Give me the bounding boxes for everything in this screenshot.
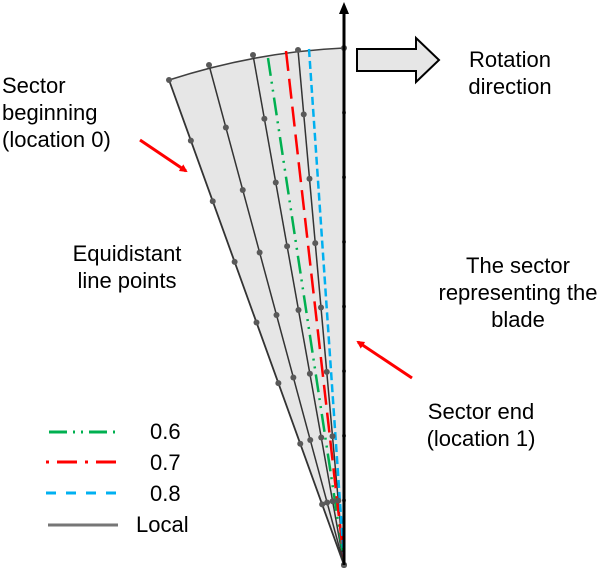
label-sector-end: Sector end (location 1) [406,398,556,452]
label-line: The sector [466,253,570,278]
line-point [335,497,342,504]
line-point [323,368,330,375]
sector-fill [169,48,344,565]
label-rotation-direction: Rotation direction [450,46,570,100]
axis-arrowhead [339,2,349,14]
line-point [306,175,313,182]
line-point [231,258,238,265]
line-point [295,47,301,53]
line-point [295,307,302,313]
line-point [253,319,260,326]
label-line: line points [77,268,177,293]
label-sector-beginning: Sector beginning (location 0) [2,72,111,153]
line-point [239,187,246,193]
line-point [284,243,291,250]
line-point [297,440,304,447]
line-point [261,115,268,122]
rotation-arrow [356,35,441,85]
legend-label-local: Local [136,512,189,537]
line-point [306,370,313,377]
label-line: beginning [2,100,98,125]
line-point [187,137,194,144]
line-point [222,124,229,131]
label-line: representing the [438,280,598,305]
legend-label-0-8: 0.8 [150,481,181,506]
dashed-line-0-7 [284,50,346,562]
pointer-arrow-sector-end [356,340,413,380]
label-line: Rotation [469,47,551,72]
line-point [275,380,282,387]
pointer-arrow-sector-beginning [139,138,188,173]
label-line: (location 0) [2,127,111,152]
line-point [209,198,216,205]
label-sector-blade: The sector representing the blade [432,252,604,333]
label-line: Sector end [427,399,535,424]
dashed-line-0-8 [307,48,346,562]
label-line: Equidistant [72,241,182,266]
line-point [272,179,279,186]
line-point [273,312,280,318]
legend-label-0-7: 0.7 [150,450,181,475]
label-line: direction [468,74,552,99]
line-point [318,304,324,311]
label-line: (location 1) [426,426,536,451]
line-point [256,249,263,256]
line-point [319,501,326,508]
line-point [329,433,336,440]
line-point [300,111,307,118]
dashed-line-0-6 [266,57,346,562]
label-line: blade [491,307,545,332]
line-point [166,77,172,83]
line-point [307,437,314,443]
line-point [329,498,336,505]
label-line: Sector [2,73,66,98]
line-point [290,374,297,381]
line-point [324,499,331,506]
label-equidistant-points: Equidistant line points [52,240,202,294]
line-point [312,240,319,247]
legend-label-0-6: 0.6 [150,419,181,444]
sector-top-arc [168,47,345,81]
line-point [206,62,212,68]
line-point [318,434,325,441]
line-point [250,52,256,58]
